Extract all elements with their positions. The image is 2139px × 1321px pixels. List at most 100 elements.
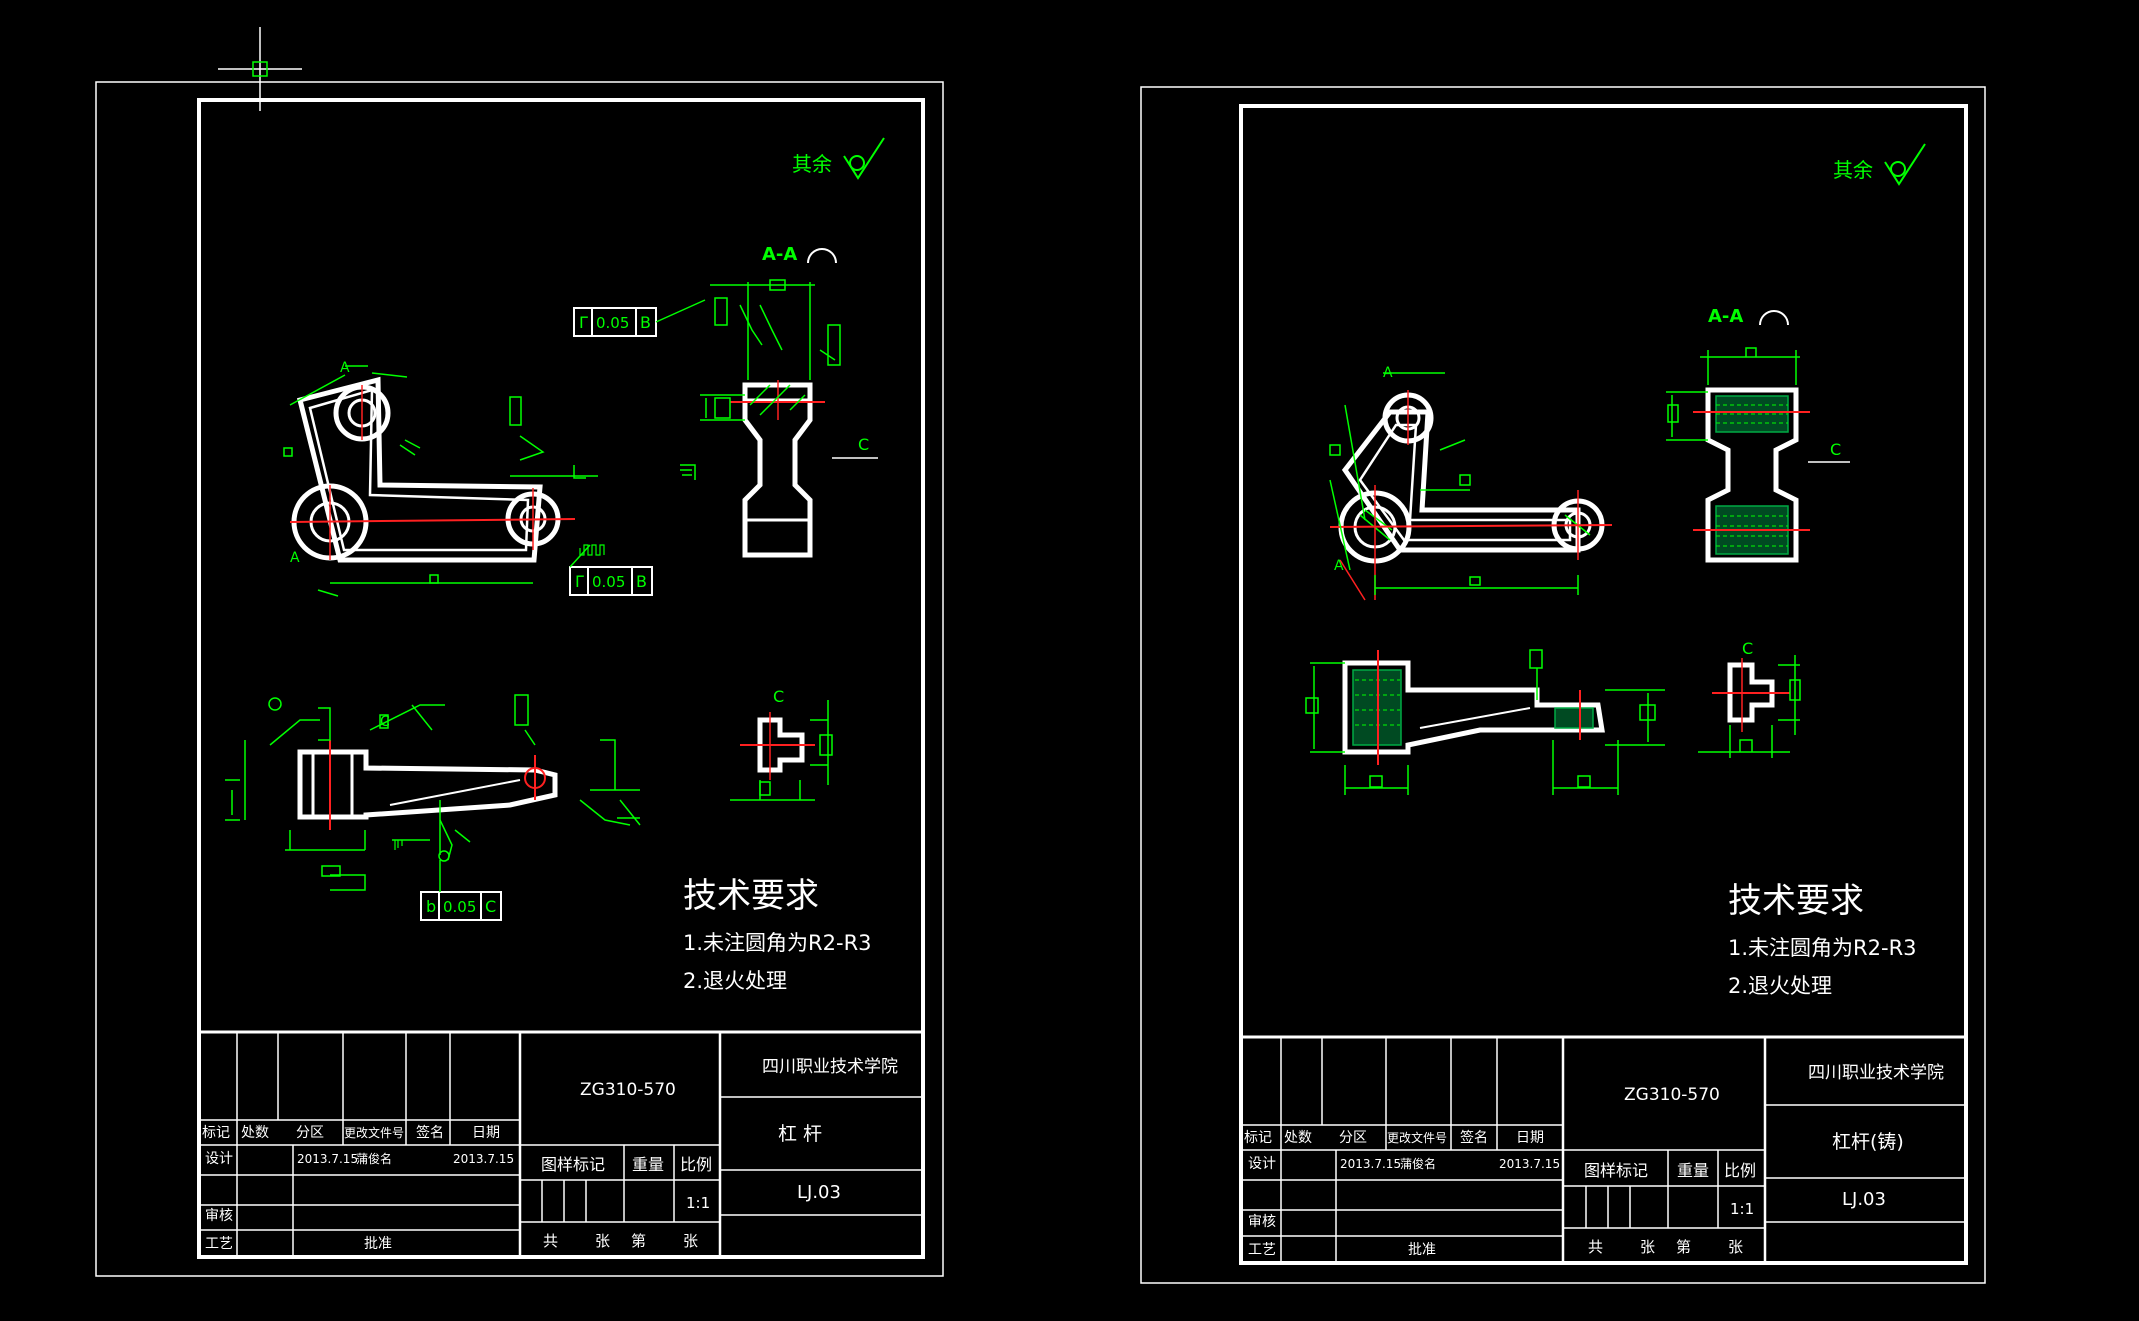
svg-text:张: 张: [595, 1232, 610, 1250]
sheet-1-title-block: ZG310-570 四川职业技术学院 杠 杆 LJ.03 1:1 图样标记 重量…: [199, 1030, 923, 1257]
svg-text:重量: 重量: [632, 1155, 664, 1174]
svg-text:设计: 设计: [1248, 1156, 1276, 1172]
svg-text:共: 共: [1588, 1238, 1603, 1256]
svg-text:2.退火处理: 2.退火处理: [1728, 974, 1832, 998]
svg-text:审核: 审核: [205, 1208, 233, 1224]
material-label: ZG310-570: [580, 1080, 676, 1100]
svg-text:批准: 批准: [364, 1236, 392, 1252]
svg-text:张: 张: [683, 1232, 698, 1250]
drawing-number: LJ.03: [797, 1182, 841, 1203]
svg-text:C: C: [485, 897, 496, 916]
datum-label-a-top: A: [340, 360, 350, 376]
datum-label-c-bottom: C: [380, 714, 390, 730]
sheet-1-outer-border: [95, 81, 944, 1277]
sheet-2-title-block: ZG310-570 四川职业技术学院 杠杆(铸) LJ.03 1:1 图样标记 …: [1241, 1035, 1966, 1263]
svg-text:比例: 比例: [680, 1155, 712, 1174]
svg-text:0.05: 0.05: [592, 573, 625, 591]
svg-text:其余: 其余: [1833, 158, 1873, 182]
sheet-1-technical-notes: 技术要求 1.未注圆角为R2-R3 2.退火处理: [683, 876, 872, 993]
svg-text:张: 张: [1728, 1238, 1743, 1256]
datum-label-a-bottom: A: [290, 550, 300, 566]
svg-text:四川职业技术学院: 四川职业技术学院: [1808, 1063, 1944, 1083]
sheet-2-view-c-detail: C: [1698, 639, 1801, 758]
sheet-2-roughness-symbol: 其余: [1833, 143, 1926, 186]
svg-text:A: A: [1383, 365, 1393, 381]
svg-text:2013.7.15: 2013.7.15: [453, 1152, 514, 1166]
sheet-2-technical-notes: 技术要求 1.未注圆角为R2-R3 2.退火处理: [1728, 881, 1917, 998]
notes-item-1: 1.未注圆角为R2-R3: [683, 931, 872, 955]
svg-text:分区: 分区: [296, 1125, 324, 1141]
svg-text:标记: 标记: [202, 1125, 230, 1141]
svg-text:处数: 处数: [241, 1125, 269, 1141]
sheet-2-bottom-view: [1305, 649, 1665, 795]
svg-text:重量: 重量: [1677, 1161, 1709, 1180]
svg-text:第: 第: [631, 1232, 646, 1250]
svg-text:b: b: [426, 897, 436, 916]
svg-text:C: C: [773, 687, 784, 706]
school-name: 四川职业技术学院: [762, 1057, 898, 1077]
svg-text:B: B: [640, 313, 651, 332]
svg-text:工艺: 工艺: [1248, 1242, 1276, 1258]
svg-text:蒲俊名: 蒲俊名: [1400, 1156, 1436, 1171]
notes-title: 技术要求: [683, 876, 819, 916]
svg-text:LJ.03: LJ.03: [1842, 1189, 1886, 1210]
crosshair-cursor-icon: [218, 27, 302, 111]
svg-text:第: 第: [1676, 1238, 1691, 1256]
svg-text:2013.7.15: 2013.7.15: [1499, 1157, 1560, 1171]
svg-text:2013.7.15: 2013.7.15: [297, 1152, 358, 1166]
svg-text:分区: 分区: [1339, 1130, 1367, 1146]
sheet-1-view-c-detail: C: [730, 687, 833, 801]
drawing-sheet-1: 其余 A A: [95, 81, 944, 1277]
part-name: 杠 杆: [778, 1123, 822, 1145]
svg-text:审核: 审核: [1248, 1214, 1276, 1230]
svg-text:1.未注圆角为R2-R3: 1.未注圆角为R2-R3: [1728, 936, 1917, 960]
sheet-1-bottom-view: C: [225, 694, 641, 891]
sheet-1-inner-frame: [197, 98, 925, 1259]
svg-text:A-A: A-A: [1708, 306, 1743, 327]
svg-text:0.05: 0.05: [596, 314, 629, 332]
svg-text:处数: 处数: [1284, 1130, 1312, 1146]
sheet-2-front-view: A A: [1329, 365, 1613, 601]
svg-text:标记: 标记: [1244, 1130, 1272, 1146]
svg-text:共: 共: [543, 1232, 558, 1250]
svg-text:技术要求: 技术要求: [1728, 881, 1864, 921]
svg-text:1:1: 1:1: [1730, 1200, 1754, 1218]
notes-item-2: 2.退火处理: [683, 969, 787, 993]
roughness-label: 其余: [792, 152, 832, 176]
svg-text:更改文件号: 更改文件号: [344, 1125, 404, 1140]
svg-text:C: C: [1830, 440, 1841, 459]
svg-text:杠杆(铸): 杠杆(铸): [1832, 1131, 1904, 1153]
svg-text:A: A: [1334, 558, 1344, 574]
svg-text:签名: 签名: [1460, 1129, 1488, 1146]
drawing-sheet-2: 其余 A A A-A: [1140, 86, 1986, 1284]
sheet-2-outer-border: [1140, 86, 1986, 1284]
svg-text:日期: 日期: [1516, 1130, 1544, 1146]
svg-text:Γ: Γ: [579, 313, 588, 332]
svg-text:ZG310-570: ZG310-570: [1624, 1085, 1720, 1105]
svg-text:批准: 批准: [1408, 1242, 1436, 1258]
sheet-1-front-view: A A: [283, 360, 605, 597]
section-label: A-A: [762, 244, 797, 265]
sheet-1-roughness-symbol: 其余: [792, 137, 885, 180]
svg-text:比例: 比例: [1724, 1161, 1756, 1180]
svg-text:蒲俊名: 蒲俊名: [356, 1151, 392, 1166]
svg-text:0.05: 0.05: [443, 898, 476, 916]
sheet-1-tolerance-frame-3: b 0.05 C: [420, 860, 502, 921]
sheet-2-section-aa-view: A-A C: [1666, 306, 1850, 563]
svg-text:更改文件号: 更改文件号: [1387, 1130, 1447, 1145]
svg-text:图样标记: 图样标记: [1584, 1161, 1648, 1180]
sheet-1-tolerance-frame-2: Γ 0.05 B: [569, 544, 653, 596]
sheet-1-tolerance-frame-1: Γ 0.05 B: [573, 299, 706, 337]
view-label-c: C: [858, 435, 869, 454]
svg-text:设计: 设计: [205, 1151, 233, 1167]
svg-text:签名: 签名: [416, 1124, 444, 1141]
svg-text:张: 张: [1640, 1238, 1655, 1256]
svg-text:Γ: Γ: [575, 572, 584, 591]
svg-text:工艺: 工艺: [205, 1236, 233, 1252]
sheet-1-section-aa-view: A-A C: [680, 244, 878, 558]
sheet-2-inner-frame: [1239, 104, 1968, 1265]
scale-value: 1:1: [686, 1194, 710, 1212]
svg-text:B: B: [636, 572, 647, 591]
svg-text:C: C: [1742, 639, 1753, 658]
